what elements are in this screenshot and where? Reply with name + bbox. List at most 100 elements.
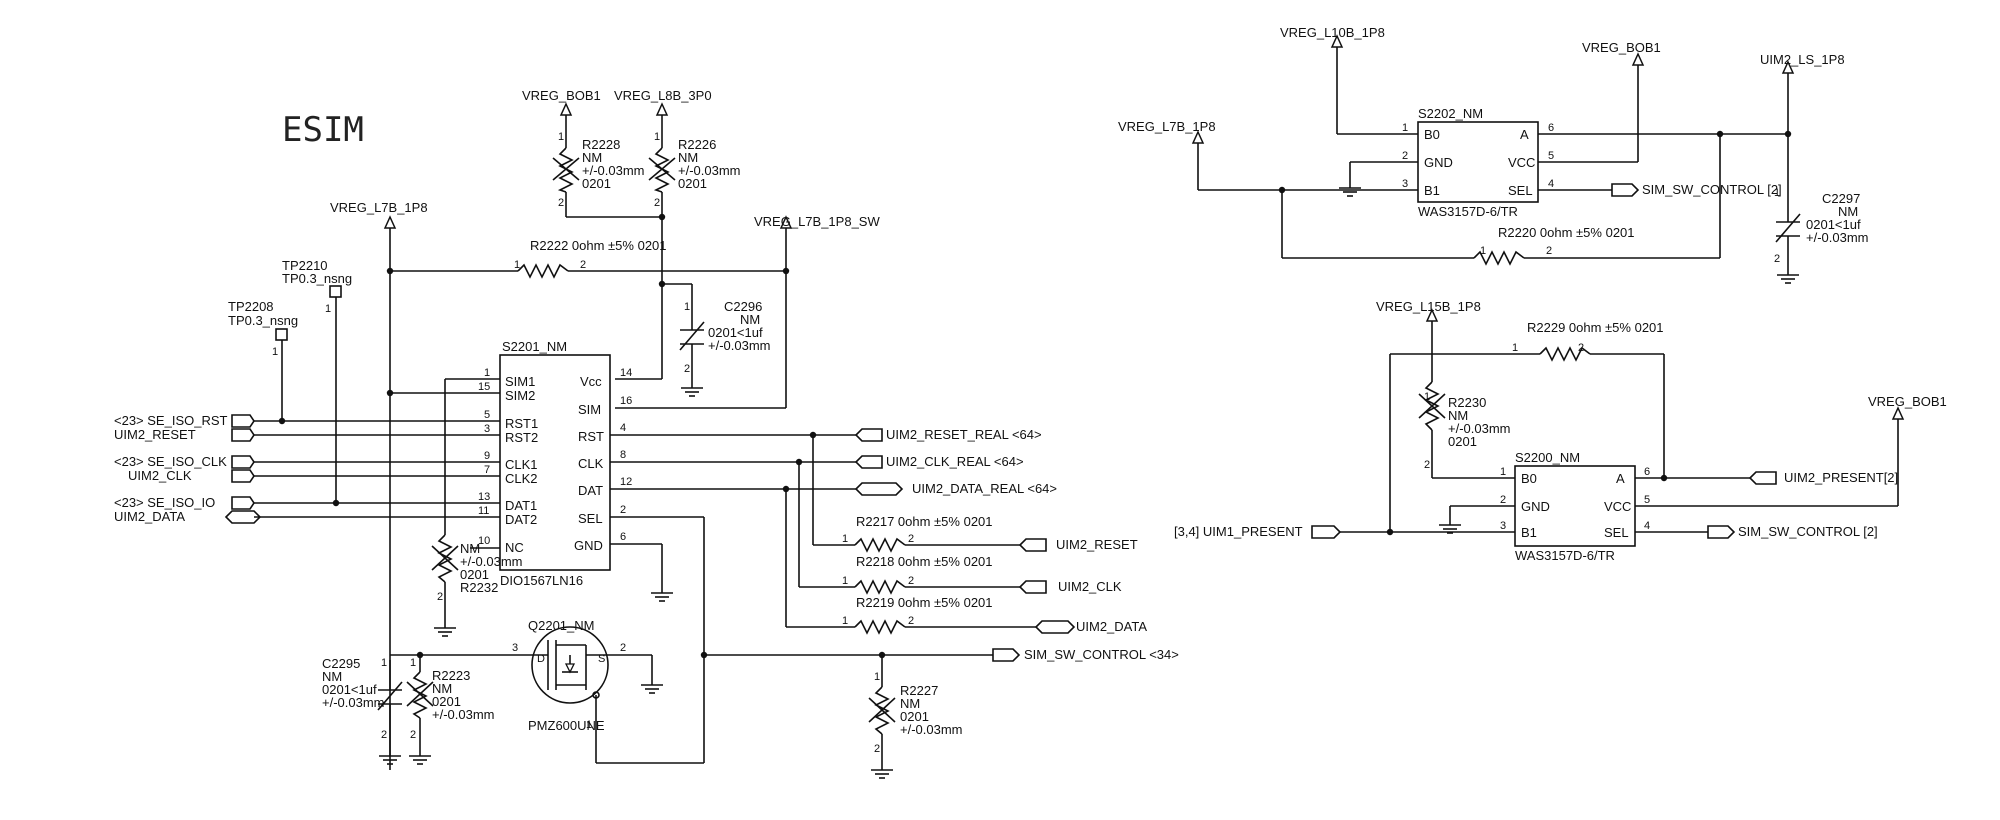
net-label: VREG_L7B_1P8	[330, 200, 428, 215]
svg-text:2: 2	[558, 197, 564, 209]
svg-text:NM: NM	[322, 669, 342, 684]
svg-text:14: 14	[620, 367, 632, 379]
svg-text:0201: 0201	[582, 176, 611, 191]
svg-text:3: 3	[484, 423, 490, 435]
resistor-r2229: R2229 0ohm ±5% 0201 1 2	[1512, 320, 1664, 362]
net-label: VREG_L7B_1P8	[1118, 119, 1216, 134]
junction-dots	[278, 130, 1792, 659]
svg-text:2: 2	[410, 729, 416, 741]
port-label: UIM2_CLK	[128, 468, 192, 483]
port-label: <23> SE_ISO_IO	[114, 495, 215, 510]
ic-s2202: S2202_NM WAS3157D-6/TR 1 2 3 B0 GND B1 6…	[1402, 106, 1782, 219]
svg-text:Vcc: Vcc	[580, 374, 602, 389]
capacitor-c2297: C2297 NM 0201<1uf +/-0.03mm 1 2	[1774, 187, 1869, 265]
svg-text:WAS3157D-6/TR: WAS3157D-6/TR	[1515, 548, 1615, 563]
svg-text:DAT2: DAT2	[505, 512, 537, 527]
svg-text:GND: GND	[1424, 155, 1453, 170]
svg-text:NM: NM	[582, 150, 602, 165]
port-label: UIM2_RESET	[114, 427, 196, 442]
svg-text:R2219 0ohm ±5% 0201: R2219 0ohm ±5% 0201	[856, 595, 993, 610]
svg-text:S2200_NM: S2200_NM	[1515, 450, 1580, 465]
svg-text:SEL: SEL	[1508, 183, 1533, 198]
svg-text:2: 2	[908, 575, 914, 587]
svg-text:1: 1	[874, 671, 880, 683]
tp-ref: TP2210	[282, 258, 328, 273]
svg-text:UIM2_DATA_REAL <64>: UIM2_DATA_REAL <64>	[912, 481, 1057, 496]
svg-text:0201: 0201	[460, 567, 489, 582]
svg-text:1: 1	[842, 615, 848, 627]
svg-text:0201: 0201	[1448, 434, 1477, 449]
svg-text:2: 2	[654, 197, 660, 209]
svg-text:12: 12	[620, 476, 632, 488]
svg-text:S2202_NM: S2202_NM	[1418, 106, 1483, 121]
svg-text:R2217 0ohm ±5% 0201: R2217 0ohm ±5% 0201	[856, 514, 993, 529]
svg-text:R2226: R2226	[678, 137, 716, 152]
svg-text:R2230: R2230	[1448, 395, 1486, 410]
svg-text:PMZ600UNE: PMZ600UNE	[528, 718, 605, 733]
svg-text:NM: NM	[1448, 408, 1468, 423]
wires-right	[1197, 44, 1899, 533]
svg-text:VCC: VCC	[1604, 499, 1631, 514]
power-rail-vreg-l7b-1p8-sw: VREG_L7B_1P8_SW	[754, 214, 880, 229]
wires-left	[254, 114, 1036, 770]
ground-symbols	[378, 177, 1800, 779]
svg-text:CLK: CLK	[578, 456, 604, 471]
svg-text:2: 2	[580, 259, 586, 271]
power-rail-vreg-l10b-1p8: VREG_L10B_1P8	[1280, 25, 1385, 48]
ic-s2200: S2200_NM WAS3157D-6/TR 1 2 3 B0 GND B1 6…	[1174, 450, 1898, 563]
svg-text:11: 11	[478, 505, 489, 517]
svg-text:SIM_SW_CONTROL [2]: SIM_SW_CONTROL [2]	[1738, 524, 1878, 539]
svg-text:SIM_SW_CONTROL [2]: SIM_SW_CONTROL [2]	[1642, 182, 1782, 197]
svg-text:C2296: C2296	[724, 299, 762, 314]
tp-value: TP0.3_nsng	[282, 271, 352, 286]
svg-text:B0: B0	[1424, 127, 1440, 142]
svg-text:NM: NM	[1838, 204, 1858, 219]
svg-text:1: 1	[1500, 466, 1506, 478]
mosfet-q2201: Q2201_NM PMZ600UNE 3 2 1 D S	[512, 618, 626, 733]
svg-text:0201<1uf: 0201<1uf	[322, 682, 377, 697]
svg-text:1: 1	[484, 367, 490, 379]
svg-text:[3,4] UIM1_PRESENT: [3,4] UIM1_PRESENT	[1174, 524, 1303, 539]
svg-text:1: 1	[842, 575, 848, 587]
svg-text:R2222 0ohm ±5% 0201: R2222 0ohm ±5% 0201	[530, 238, 667, 253]
svg-text:15: 15	[478, 381, 490, 393]
svg-text:Q2201_NM: Q2201_NM	[528, 618, 594, 633]
svg-text:R2228: R2228	[582, 137, 620, 152]
net-label: VREG_L10B_1P8	[1280, 25, 1385, 40]
svg-text:6: 6	[620, 531, 626, 543]
svg-text:2: 2	[908, 615, 914, 627]
svg-text:4: 4	[1644, 520, 1650, 532]
power-rail-vreg-bob1-right: VREG_BOB1	[1868, 394, 1947, 420]
svg-text:C2297: C2297	[1822, 191, 1860, 206]
net-label: VREG_L7B_1P8_SW	[754, 214, 880, 229]
svg-text:0201: 0201	[678, 176, 707, 191]
svg-text:6: 6	[1644, 466, 1650, 478]
svg-text:1: 1	[1774, 187, 1780, 199]
power-rail-uim2-ls-1p8: UIM2_LS_1P8	[1760, 52, 1845, 74]
svg-text:D: D	[537, 653, 545, 665]
svg-text:5: 5	[484, 409, 490, 421]
svg-text:UIM2_RESET_REAL <64>: UIM2_RESET_REAL <64>	[886, 427, 1042, 442]
svg-text:2: 2	[1774, 253, 1780, 265]
svg-text:RST1: RST1	[505, 416, 538, 431]
svg-text:CLK1: CLK1	[505, 457, 538, 472]
power-rail-vreg-bob1-top: VREG_BOB1	[522, 88, 601, 116]
svg-text:16: 16	[620, 395, 632, 407]
svg-text:R2220 0ohm ±5% 0201: R2220 0ohm ±5% 0201	[1498, 225, 1635, 240]
svg-text:0201<1uf: 0201<1uf	[1806, 217, 1861, 232]
svg-text:2: 2	[1402, 150, 1408, 162]
capacitor-c2296: C2296 NM 0201<1uf +/-0.03mm 1 2	[679, 299, 771, 375]
resistor-r2227: R2227 NM 0201 +/-0.03mm 1 2	[868, 671, 963, 755]
svg-text:1: 1	[684, 301, 690, 313]
svg-text:2: 2	[437, 591, 443, 603]
resistor-r2220: R2220 0ohm ±5% 0201 1 2	[1473, 225, 1635, 266]
svg-text:WAS3157D-6/TR: WAS3157D-6/TR	[1418, 204, 1518, 219]
svg-text:3: 3	[1500, 520, 1506, 532]
svg-text:1: 1	[514, 259, 520, 271]
svg-text:2: 2	[1546, 245, 1552, 257]
power-rail-vreg-bob1-mid: VREG_BOB1	[1582, 40, 1661, 66]
svg-text:2: 2	[1578, 342, 1584, 354]
capacitor-c2295: C2295 NM 0201<1uf +/-0.03mm 1 2	[322, 656, 403, 741]
resistor-r2219: R2219 0ohm ±5% 0201 1 2	[842, 595, 993, 635]
right-ports-left-block: UIM2_RESET_REAL <64> UIM2_CLK_REAL <64> …	[854, 427, 1179, 662]
